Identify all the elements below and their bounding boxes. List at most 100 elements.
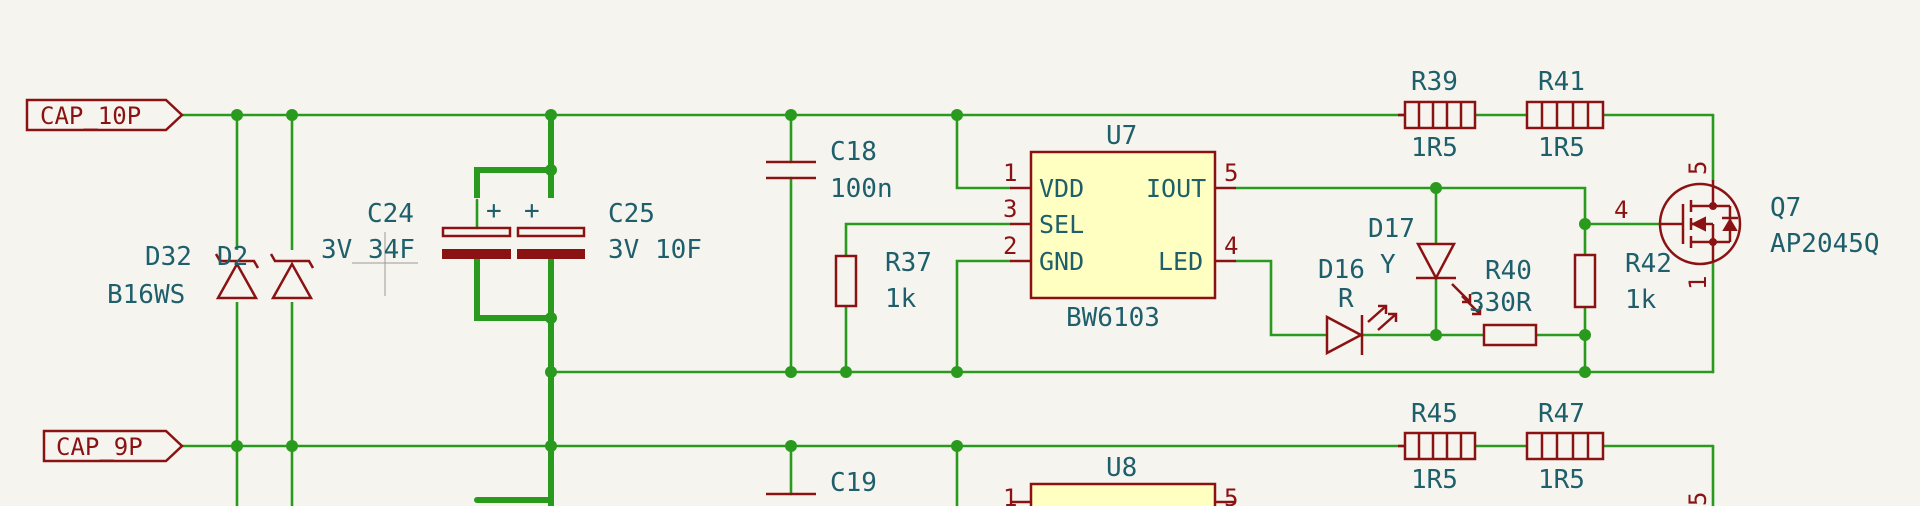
junction [1430, 329, 1442, 341]
label-cap-10p-text: CAP_10P [40, 102, 141, 130]
r39-ref: R39 [1411, 67, 1458, 97]
c18-ref: C18 [830, 137, 877, 167]
r45-value: 1R5 [1411, 465, 1458, 495]
u7-body [1029, 150, 1217, 300]
diode-d2-bar [269, 253, 315, 269]
u7-pin-iout-name: IOUT [1146, 174, 1206, 203]
junction [951, 366, 963, 378]
d17-value: Y [1380, 250, 1396, 280]
u7-pin-gnd-num: 2 [1003, 232, 1017, 260]
junction [785, 109, 797, 121]
r37-body [834, 254, 858, 308]
label-cap-9p-text: CAP_9P [56, 433, 143, 461]
q7-pin-gate: 4 [1614, 196, 1628, 224]
junction [545, 109, 557, 121]
junction [951, 109, 963, 121]
u7-ref: U7 [1106, 121, 1137, 151]
capacitor-c18[interactable] [766, 160, 816, 180]
q7-pin-source: 1 [1684, 276, 1712, 290]
junction [840, 366, 852, 378]
wire-u7-iout [1234, 186, 1587, 257]
wire-c24-top [474, 167, 554, 203]
led-d17[interactable] [1415, 242, 1482, 316]
junction [1579, 218, 1591, 230]
ic-u8[interactable] [1010, 482, 1236, 506]
resistor-r45[interactable] [1398, 431, 1477, 461]
mosfet-q7[interactable] [1658, 180, 1742, 266]
r42-body [1573, 253, 1597, 309]
d16-triangle [1325, 314, 1364, 356]
c18-value: 100n [830, 174, 893, 204]
c25-ref: C25 [608, 199, 655, 229]
resistor-r37[interactable] [834, 254, 858, 308]
r39-body [1403, 100, 1477, 130]
c19-ref: C19 [830, 468, 877, 498]
wire-u7-gnd [955, 259, 1012, 374]
r42-ref: R42 [1625, 249, 1672, 279]
label-cap-9p[interactable]: CAP_9P [42, 429, 184, 463]
c25-plate-positive [516, 226, 586, 238]
q7-pin-drain: 5 [1684, 161, 1712, 175]
junction [545, 366, 557, 378]
junction [951, 440, 963, 452]
r45-body [1403, 431, 1477, 461]
diode-d2-triangle [270, 261, 314, 300]
wire-u7-vdd [955, 113, 1012, 190]
u8-ref: U8 [1106, 453, 1137, 483]
r42-value: 1k [1625, 285, 1657, 315]
junction [545, 440, 557, 452]
d16-value: R [1338, 284, 1354, 314]
junctions [231, 109, 1591, 452]
u7-pin-gnd-name: GND [1039, 247, 1084, 276]
r41-value: 1R5 [1538, 133, 1585, 163]
u7-value: BW6103 [1066, 303, 1160, 333]
d2-ref: D2 [217, 242, 248, 272]
u7-pin-led-num: 4 [1224, 232, 1238, 260]
diode-d32-triangle [215, 261, 259, 300]
u7-pin-sel-num: 3 [1003, 195, 1017, 223]
junction [545, 164, 557, 176]
junction [1579, 329, 1591, 341]
u8-pin-right: 5 [1224, 484, 1238, 506]
led-d16[interactable] [1325, 304, 1398, 356]
label-cap-10p-outline [25, 98, 184, 132]
d17-triangle [1415, 242, 1457, 281]
resistor-r47[interactable] [1525, 431, 1605, 461]
r37-ref: R37 [885, 248, 932, 278]
diode-d2[interactable] [269, 250, 315, 302]
c25-plate-negative [517, 249, 585, 259]
junction [231, 109, 243, 121]
u7-pin-vdd-name: VDD [1039, 174, 1084, 203]
label-cap-9p-outline [42, 429, 184, 463]
c25-plus: + [524, 196, 540, 226]
capacitor-c25[interactable]: + [516, 196, 586, 259]
u7-pin-vdd-num: 1 [1003, 159, 1017, 187]
r39-value: 1R5 [1411, 133, 1458, 163]
d16-light-arrows [1367, 304, 1398, 331]
r40-body [1482, 323, 1538, 347]
d17-light-arrows [1451, 283, 1482, 316]
resistor-r39[interactable] [1398, 100, 1477, 130]
r47-ref: R47 [1538, 399, 1585, 429]
r40-ref: R40 [1485, 256, 1532, 286]
diode-d32[interactable] [214, 250, 260, 302]
q8-pin-drain: 5 [1684, 492, 1712, 506]
c24-plus: + [486, 196, 502, 226]
resistor-r42[interactable] [1573, 253, 1597, 309]
u8-body [1029, 482, 1217, 506]
capacitor-c24[interactable]: + [441, 196, 512, 259]
c24-plate-negative [442, 249, 511, 259]
junction [785, 366, 797, 378]
resistor-r41[interactable] [1525, 100, 1605, 130]
r37-value: 1k [885, 284, 917, 314]
d32-value: B16WS [107, 280, 185, 310]
resistor-r40[interactable] [1482, 323, 1538, 347]
r40-value: 330R [1469, 288, 1532, 318]
label-cap-10p[interactable]: CAP_10P [25, 98, 184, 132]
diode-d32-bar [214, 253, 260, 269]
u7-pin-iout-num: 5 [1224, 159, 1238, 187]
r47-body [1525, 431, 1605, 461]
d32-ref: D32 [145, 242, 192, 272]
ic-u7[interactable] [1010, 150, 1236, 300]
